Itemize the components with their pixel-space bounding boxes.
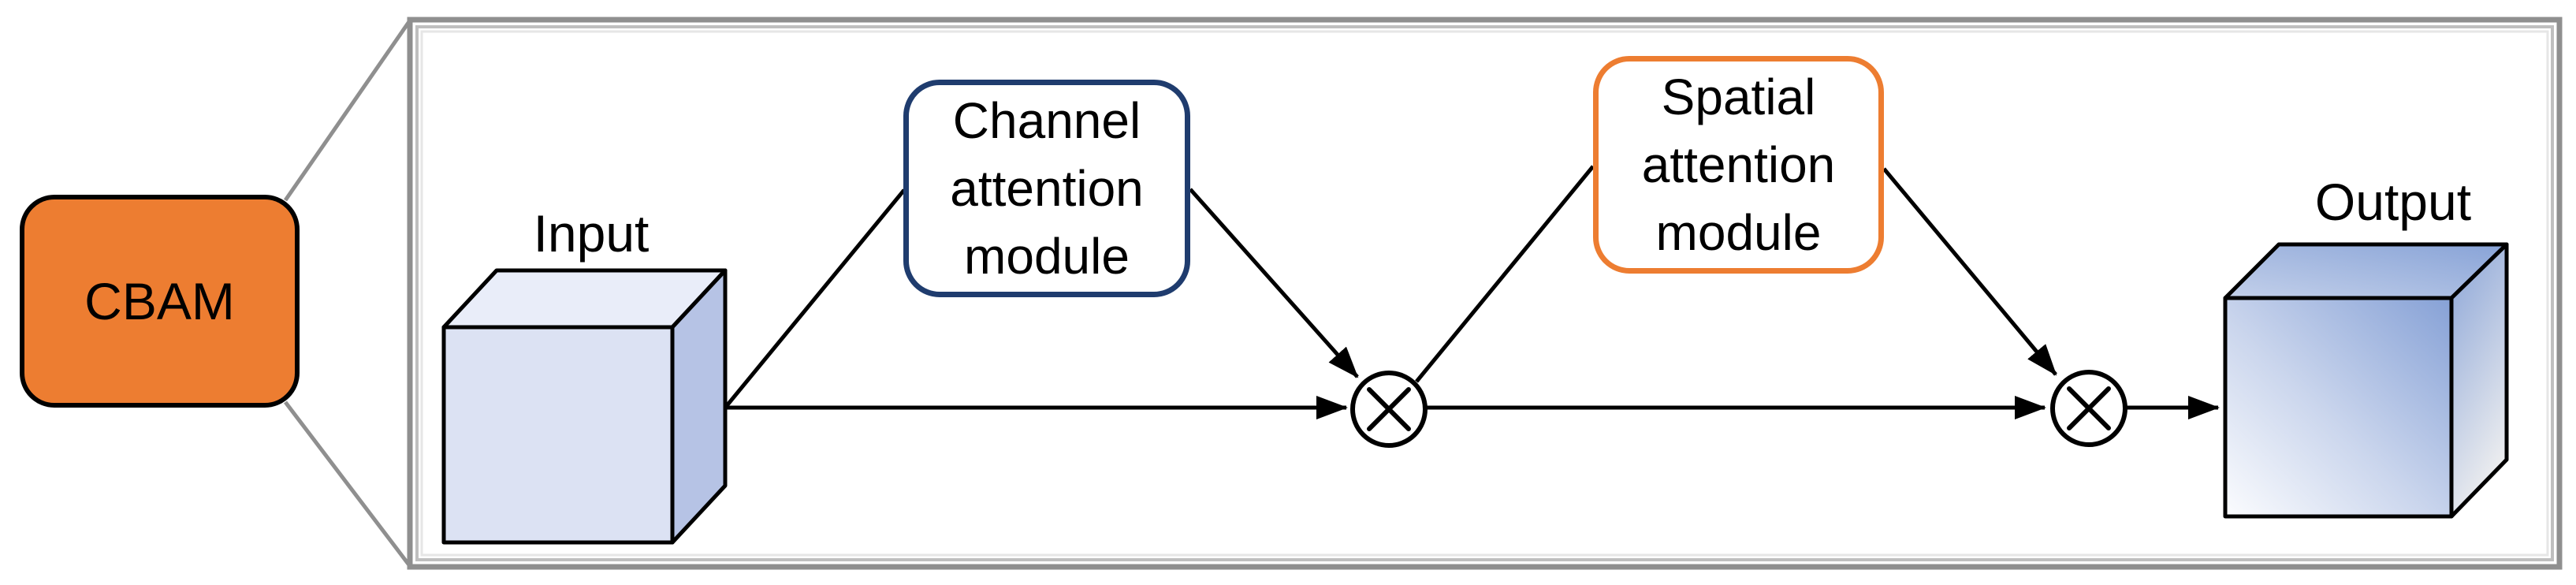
multiply-icon [1367,387,1411,431]
channel-module-line-3: module [964,228,1130,285]
spatial-module-line-1: Spatial [1661,69,1816,125]
multiply-icon [2067,386,2111,430]
panel-frame-outer [407,17,2563,570]
edge-spatial-to-multiply2 [1882,167,2057,376]
channel-attention-module-box: Channel attention module [903,80,1190,297]
output-cube-label: Output [2314,173,2472,231]
channel-module-line-2: attention [950,160,1144,217]
spatial-attention-module-box: Spatial attention module [1593,56,1884,274]
spatial-module-line-3: module [1655,204,1822,261]
zoom-connector-lines [283,19,412,568]
panel-frame-inner [420,30,2549,557]
output-cube-front [2223,296,2454,519]
cbam-overview-box: CBAM [20,195,300,408]
flow-arrows [724,165,2220,419]
channel-module-line-1: Channel [952,92,1141,149]
input-cube [441,268,728,545]
cbam-overview-label: CBAM [84,272,235,330]
zoom-connector-bottom [284,401,411,568]
edge-channel-to-multiply1 [1189,188,1359,378]
panel-frame-bevel [415,25,2554,561]
edge-multiply1-to-spatial [1415,165,1595,383]
output-cube [2223,242,2509,519]
multiply-node-2 [2050,370,2127,447]
input-cube-front [441,325,675,545]
edge-input-to-channel [724,188,906,409]
input-cube-label: Input [533,204,650,263]
spatial-module-line-2: attention [1641,136,1836,193]
zoom-connector-top [283,19,412,202]
multiply-node-1 [1350,371,1428,448]
panel-frame [407,17,2563,570]
